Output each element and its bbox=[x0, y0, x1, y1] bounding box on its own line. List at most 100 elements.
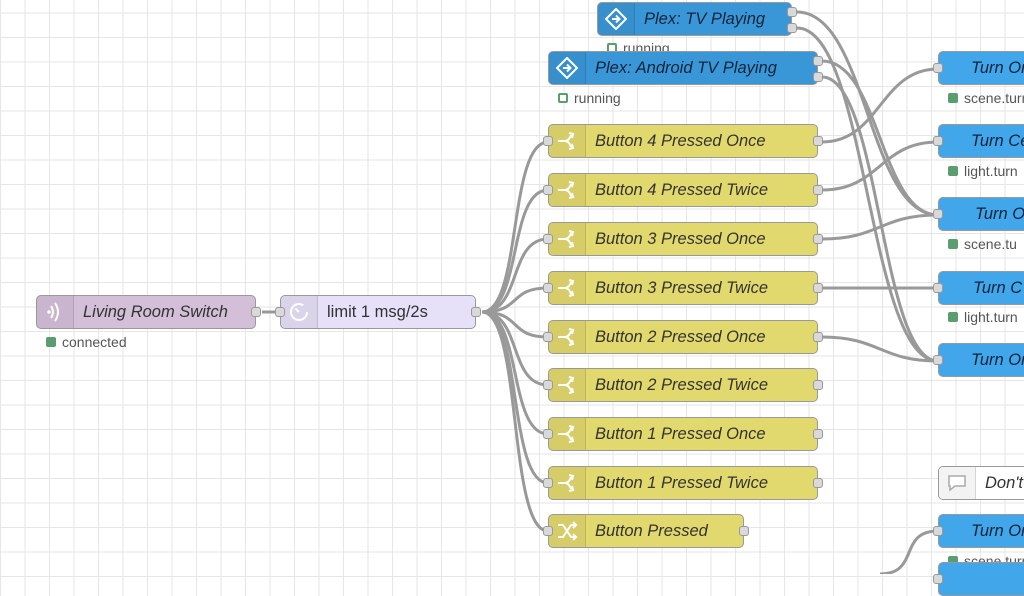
output-port[interactable] bbox=[813, 283, 823, 293]
flow-wire[interactable] bbox=[879, 529, 939, 574]
node-label: Plex: Android TV Playing bbox=[595, 58, 777, 77]
input-port[interactable] bbox=[933, 574, 943, 584]
switch-branch-icon bbox=[549, 369, 586, 401]
flow-wire[interactable] bbox=[821, 213, 939, 241]
action-node-turn-o[interactable]: Turn O bbox=[933, 197, 1024, 231]
switch-node-button-3-once[interactable]: Button 3 Pressed Once bbox=[543, 222, 823, 256]
flow-wire[interactable] bbox=[481, 140, 549, 314]
flow-wire[interactable] bbox=[481, 310, 549, 339]
flow-wire[interactable] bbox=[481, 286, 549, 314]
shuffle-icon bbox=[549, 515, 586, 547]
action-node-turn-on-2[interactable]: Turn On bbox=[933, 343, 1024, 377]
input-port[interactable] bbox=[933, 209, 943, 219]
node-label: Button 3 Pressed Once bbox=[595, 229, 766, 248]
node-label: Turn On bbox=[971, 350, 1024, 369]
input-port[interactable] bbox=[543, 429, 553, 439]
flow-wire[interactable] bbox=[481, 310, 549, 485]
arrow-right-icon bbox=[598, 3, 635, 35]
flow-wire[interactable] bbox=[821, 59, 939, 217]
flow-wire[interactable] bbox=[821, 140, 939, 192]
node-label: Turn C bbox=[973, 278, 1023, 297]
node-label: Turn On bbox=[971, 521, 1024, 540]
speech-bubble-icon bbox=[939, 467, 976, 499]
flow-wire[interactable] bbox=[821, 75, 939, 363]
input-port[interactable] bbox=[543, 185, 553, 195]
node-label: Button 4 Pressed Once bbox=[595, 131, 766, 150]
action-node-turn-on-1[interactable]: Turn On bbox=[933, 51, 1024, 85]
input-port[interactable] bbox=[543, 234, 553, 244]
node-label: Turn Ce bbox=[971, 131, 1024, 150]
output-port[interactable] bbox=[813, 478, 823, 488]
node-label: Button 3 Pressed Twice bbox=[595, 278, 769, 297]
input-port[interactable] bbox=[933, 136, 943, 146]
switch-node-button-2-once[interactable]: Button 2 Pressed Once bbox=[543, 320, 823, 354]
switch-node-button-1-twice[interactable]: Button 1 Pressed Twice bbox=[543, 466, 823, 500]
input-port[interactable] bbox=[933, 283, 943, 293]
status-dot-icon bbox=[948, 166, 958, 176]
action-node-partial[interactable] bbox=[933, 562, 1024, 596]
flow-wire[interactable] bbox=[481, 237, 549, 314]
flow-wire[interactable] bbox=[821, 335, 939, 363]
node-status: light.turn bbox=[948, 163, 1018, 179]
action-node-turn-ce[interactable]: Turn Ce bbox=[933, 124, 1024, 158]
wifi-signal-icon bbox=[37, 296, 74, 328]
output-port[interactable] bbox=[813, 429, 823, 439]
output-port[interactable] bbox=[251, 307, 261, 317]
plex-android-tv-playing-node[interactable]: Plex: Android TV Playing bbox=[548, 51, 823, 85]
input-port[interactable] bbox=[543, 478, 553, 488]
input-port[interactable] bbox=[543, 332, 553, 342]
status-dot-icon bbox=[948, 239, 958, 249]
input-port[interactable] bbox=[543, 380, 553, 390]
node-label: Button 1 Pressed Twice bbox=[595, 473, 769, 492]
output-port[interactable] bbox=[813, 72, 823, 82]
output-port[interactable] bbox=[813, 332, 823, 342]
living-room-switch-node[interactable]: Living Room Switch bbox=[36, 295, 261, 329]
switch-node-button-pressed[interactable]: Button Pressed bbox=[543, 514, 749, 548]
node-label: Button 1 Pressed Once bbox=[595, 424, 766, 443]
output-port[interactable] bbox=[813, 185, 823, 195]
rate-limit-node[interactable]: limit 1 msg/2s bbox=[275, 295, 481, 329]
switch-branch-icon bbox=[549, 272, 586, 304]
switch-branch-icon bbox=[549, 321, 586, 353]
switch-node-button-2-twice[interactable]: Button 2 Pressed Twice bbox=[543, 368, 823, 402]
switch-node-button-4-twice[interactable]: Button 4 Pressed Twice bbox=[543, 173, 823, 207]
node-label: Plex: TV Playing bbox=[644, 9, 766, 28]
node-label: Turn O bbox=[975, 204, 1024, 223]
switch-node-button-4-once[interactable]: Button 4 Pressed Once bbox=[543, 124, 823, 158]
input-port[interactable] bbox=[543, 136, 553, 146]
status-dot-icon bbox=[948, 312, 958, 322]
status-dot-icon bbox=[948, 93, 958, 103]
flow-wire[interactable] bbox=[481, 310, 549, 436]
flow-wire[interactable] bbox=[481, 188, 549, 314]
input-port[interactable] bbox=[933, 63, 943, 73]
input-port[interactable] bbox=[543, 283, 553, 293]
arrow-right-icon bbox=[549, 52, 586, 84]
action-node-turn-c[interactable]: Turn C bbox=[933, 271, 1024, 305]
output-port[interactable] bbox=[471, 307, 481, 317]
action-node-turn-on-3[interactable]: Turn On bbox=[933, 514, 1024, 548]
output-port[interactable] bbox=[813, 380, 823, 390]
input-port[interactable] bbox=[275, 307, 285, 317]
comment-node[interactable]: Don't bbox=[938, 466, 1024, 500]
output-port[interactable] bbox=[813, 136, 823, 146]
status-dot-icon bbox=[46, 337, 56, 347]
node-label: limit 1 msg/2s bbox=[327, 302, 428, 321]
output-port[interactable] bbox=[739, 526, 749, 536]
wire-layer bbox=[261, 10, 939, 574]
output-port[interactable] bbox=[787, 7, 797, 17]
output-port[interactable] bbox=[813, 56, 823, 66]
flow-wire[interactable] bbox=[821, 67, 939, 144]
input-port[interactable] bbox=[543, 526, 553, 536]
input-port[interactable] bbox=[933, 526, 943, 536]
node-label: Turn On bbox=[971, 58, 1024, 77]
output-port[interactable] bbox=[813, 234, 823, 244]
flow-wire[interactable] bbox=[481, 310, 549, 387]
flow-wire[interactable] bbox=[481, 310, 549, 533]
input-port[interactable] bbox=[933, 355, 943, 365]
switch-node-button-3-twice[interactable]: Button 3 Pressed Twice bbox=[543, 271, 823, 305]
plex-tv-playing-node[interactable]: Plex: TV Playing bbox=[597, 2, 797, 36]
node-label: Button 4 Pressed Twice bbox=[595, 180, 769, 199]
switch-node-button-1-once[interactable]: Button 1 Pressed Once bbox=[543, 417, 823, 451]
switch-branch-icon bbox=[549, 467, 586, 499]
output-port[interactable] bbox=[787, 23, 797, 33]
